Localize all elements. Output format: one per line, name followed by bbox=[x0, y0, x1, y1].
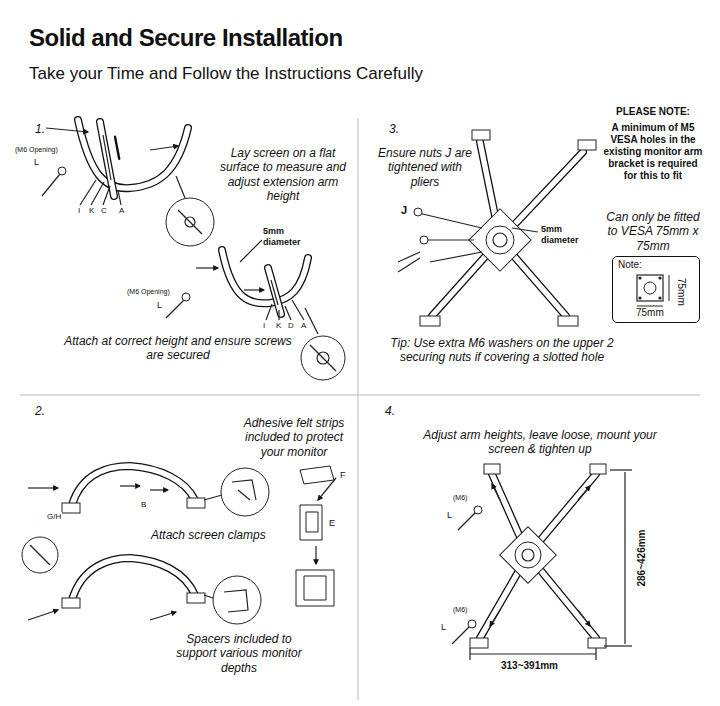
part-letter: K bbox=[88, 206, 95, 216]
part-letter: I bbox=[262, 321, 266, 331]
dimension-label: 5mm diameter bbox=[262, 226, 324, 248]
part-letter: E bbox=[328, 518, 336, 529]
part-letter: K bbox=[275, 321, 282, 331]
part-letter: C bbox=[100, 206, 108, 216]
subtitle: Take your Time and Follow the Instructio… bbox=[28, 64, 424, 84]
dimension-label: 286~426mm bbox=[636, 529, 648, 588]
part-letter: I bbox=[77, 206, 81, 216]
dimension-label: 75mm bbox=[635, 307, 665, 319]
part-note: (M6) bbox=[452, 606, 468, 614]
part-letter: A bbox=[118, 206, 125, 216]
part-letter: L bbox=[156, 300, 163, 311]
instruction-note: Lay screen on a flat surface to measure … bbox=[212, 146, 354, 204]
dimension-label: 75mm bbox=[675, 277, 687, 307]
part-letter: D bbox=[287, 321, 295, 331]
part-letter: L bbox=[33, 157, 40, 168]
part-note: (M6 Opening) bbox=[14, 146, 59, 154]
step-number: 4. bbox=[384, 404, 396, 418]
part-note: (M6 Opening) bbox=[126, 288, 171, 296]
note-heading: PLEASE NOTE: bbox=[600, 106, 706, 118]
part-letter: G/H bbox=[46, 512, 62, 522]
dimension-label: 5mm diameter bbox=[540, 224, 598, 246]
step-number: 1. bbox=[34, 122, 46, 136]
note-heading: Note: bbox=[617, 259, 643, 271]
note-box: Note: 75mm 75mm bbox=[612, 256, 700, 323]
instruction-note: Attach screen clamps bbox=[150, 528, 267, 542]
part-letter: F bbox=[339, 470, 347, 481]
step-number: 2. bbox=[34, 404, 46, 418]
instruction-note: Ensure nuts J are tightened with pliers bbox=[374, 146, 476, 189]
note-body: A minimum of M5 VESA holes in the existi… bbox=[600, 122, 706, 182]
instruction-note: Spacers included to support various moni… bbox=[168, 632, 310, 675]
title-heading: Solid and Secure Installation bbox=[28, 24, 344, 53]
fit-note: Can only be fitted to VESA 75mm x 75mm bbox=[600, 210, 706, 253]
instruction-note: Adhesive felt strips included to protect… bbox=[232, 416, 356, 459]
part-letter: L bbox=[446, 510, 453, 521]
part-letter: A bbox=[300, 321, 307, 331]
instruction-note: Adjust arm heights, leave loose, mount y… bbox=[414, 428, 666, 457]
tip-note: Tip: Use extra M6 washers on the upper 2… bbox=[376, 336, 628, 365]
part-letter: J bbox=[400, 204, 408, 217]
part-letter: B bbox=[140, 500, 147, 510]
dimension-label: 313~391mm bbox=[500, 660, 559, 672]
step-number: 3. bbox=[388, 122, 400, 136]
instruction-note: Attach at correct height and ensure scre… bbox=[62, 334, 294, 363]
part-letter: L bbox=[440, 622, 447, 633]
part-note: (M6) bbox=[452, 494, 468, 502]
